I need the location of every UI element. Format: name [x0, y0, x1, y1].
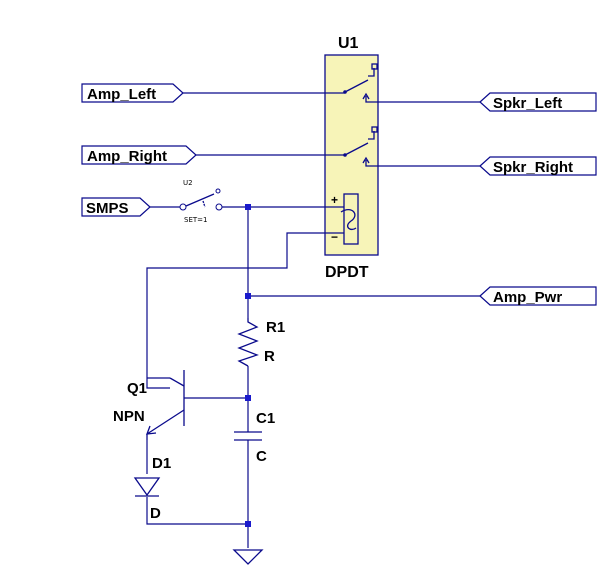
relay-coil	[343, 193, 359, 245]
capacitor-ref-label: C1	[256, 410, 275, 427]
net-flag-amp-left[interactable]: Amp_Left	[81, 83, 184, 103]
coil-plus-label: +	[331, 193, 338, 207]
capacitor-c1[interactable]	[234, 431, 262, 441]
switch-ref-label: U2	[183, 179, 193, 187]
junction-dot	[245, 395, 251, 401]
diode-d1[interactable]	[133, 477, 161, 497]
svg-text:Spkr_Left: Spkr_Left	[493, 95, 562, 112]
relay-ref-label: U1	[338, 35, 359, 52]
transistor-ref-label: Q1	[127, 380, 147, 397]
svg-text:Spkr_Right: Spkr_Right	[493, 159, 573, 176]
svg-text:Amp_Left: Amp_Left	[87, 86, 156, 103]
junction-dot	[245, 204, 251, 210]
switch-u2[interactable]	[179, 188, 223, 211]
net-flag-amp-right[interactable]: Amp_Right	[81, 145, 197, 165]
junction-dot	[245, 521, 251, 527]
net-flag-spkr-right[interactable]: Spkr_Right	[479, 156, 597, 176]
resistor-r1[interactable]	[237, 318, 259, 367]
junctions	[245, 204, 251, 527]
relay-value-label: DPDT	[325, 264, 369, 281]
svg-text:SMPS: SMPS	[86, 200, 129, 217]
net-flag-spkr-left[interactable]: Spkr_Left	[479, 92, 597, 112]
net-flag-amp-pwr[interactable]: Amp_Pwr	[479, 286, 597, 306]
net-flag-smps[interactable]: SMPS	[81, 197, 151, 217]
resistor-value-label: R	[264, 348, 275, 365]
diode-ref-label: D1	[152, 455, 171, 472]
junction-dot	[245, 293, 251, 299]
svg-text:Amp_Right: Amp_Right	[87, 148, 167, 165]
capacitor-value-label: C	[256, 448, 267, 465]
coil-minus-label: −	[331, 230, 338, 244]
wires	[146, 92, 480, 548]
transistor-q1[interactable]	[146, 370, 185, 440]
diode-value-label: D	[150, 505, 161, 522]
transistor-value-label: NPN	[113, 408, 145, 425]
resistor-ref-label: R1	[266, 319, 285, 336]
ground-symbol	[232, 549, 264, 565]
switch-param-label: SET=1	[184, 216, 207, 224]
svg-text:Amp_Pwr: Amp_Pwr	[493, 289, 562, 306]
